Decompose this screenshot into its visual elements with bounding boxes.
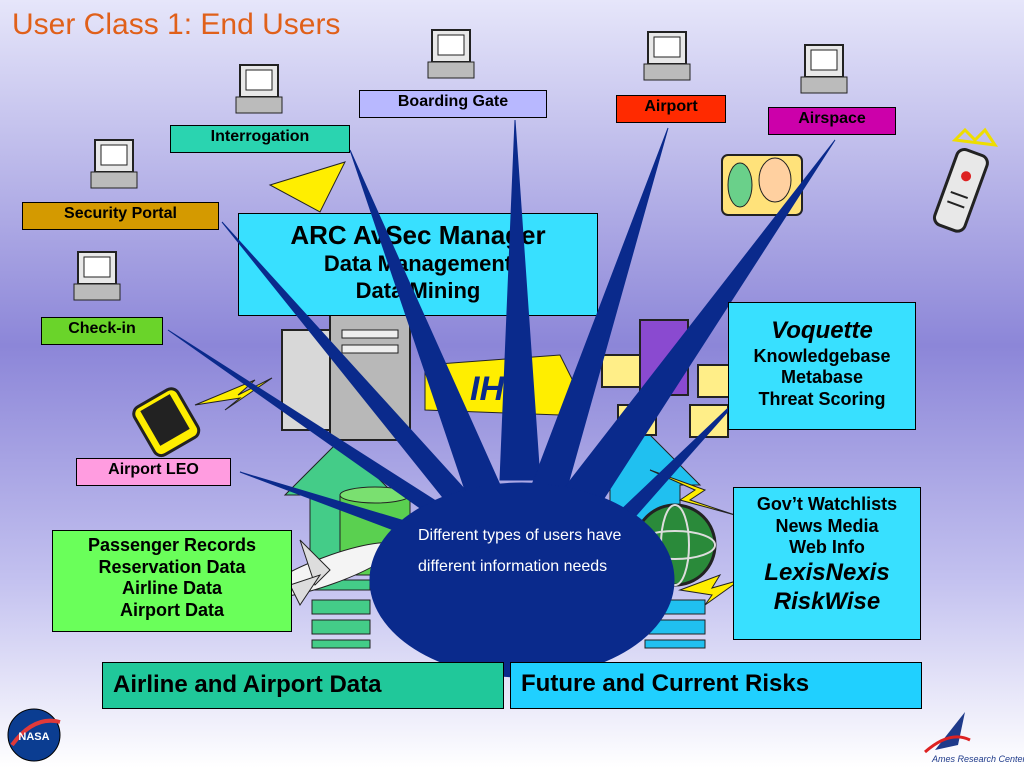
voquette-line: Metabase xyxy=(780,367,864,388)
handheld-device-icon xyxy=(932,148,989,233)
burst-arm xyxy=(499,119,541,481)
manager-line: Data Management xyxy=(323,251,513,277)
nasa-logo: NASA xyxy=(7,708,61,762)
bottom-left-box: Airline and Airport Data xyxy=(102,662,504,709)
label-airport: Airport xyxy=(616,95,726,123)
voquette-title: Voquette xyxy=(771,317,873,344)
label-airport-leo: Airport LEO xyxy=(76,458,231,486)
yellow-arrowhead xyxy=(268,161,346,213)
fingerprint-icon xyxy=(721,154,803,216)
manager-line: Data Mining xyxy=(355,277,481,303)
passenger-line: Passenger Records xyxy=(87,535,257,555)
watchlist-line: Web Info xyxy=(789,537,865,558)
computer-icon-boarding-gate xyxy=(427,29,475,79)
passenger-line: Reservation Data xyxy=(98,556,246,577)
green-arrow-stripe xyxy=(311,619,371,635)
computer-icon-airspace xyxy=(800,44,848,94)
manager-box: ARC AvSec Manager Data Management Data M… xyxy=(238,213,598,316)
lightning-icon xyxy=(194,377,273,411)
bottom-right-box: Future and Current Risks xyxy=(510,662,922,709)
computer-icon-check-in xyxy=(73,251,121,301)
voquette-box: Voquette Knowledgebase Metabase Threat S… xyxy=(728,302,916,430)
passenger-line: Airport Data xyxy=(119,599,224,620)
label-boarding-gate: Boarding Gate xyxy=(359,90,547,118)
svg-text:NASA: NASA xyxy=(18,731,49,743)
pda-icon xyxy=(132,387,201,458)
voquette-line: Threat Scoring xyxy=(758,388,886,409)
watchlist-line: News Media xyxy=(775,515,879,536)
watchlist-box: Gov’t Watchlists News Media Web Info Lex… xyxy=(733,487,921,640)
passenger-box: Passenger Records Reservation Data Airli… xyxy=(52,530,292,632)
ames-logo: Ames Research Center xyxy=(924,712,1024,764)
computer-icon-interrogation xyxy=(235,64,283,114)
label-airspace: Airspace xyxy=(768,107,896,135)
oval-text: Different types of users have different … xyxy=(418,527,622,575)
watchlist-line: Gov’t Watchlists xyxy=(756,494,898,514)
svg-text:Ames Research Center: Ames Research Center xyxy=(931,754,1024,764)
voquette-line: Knowledgebase xyxy=(753,345,891,366)
slide-title: User Class 1: End Users xyxy=(12,8,341,41)
blue-arrow-stripe xyxy=(644,639,706,649)
computer-icon-security-portal xyxy=(90,139,138,189)
signal-icon xyxy=(951,127,999,147)
computer-icon-airport xyxy=(643,31,691,81)
green-arrow-stripe xyxy=(311,599,371,615)
label-security-portal: Security Portal xyxy=(22,202,219,230)
airplane-icon xyxy=(263,539,397,606)
label-check-in: Check-in xyxy=(41,317,163,345)
watchlist-line: RiskWise xyxy=(773,587,881,615)
green-arrow-stripe xyxy=(311,639,371,649)
label-interrogation: Interrogation xyxy=(170,125,350,153)
passenger-line: Airline Data xyxy=(121,578,223,599)
manager-title: ARC AvSec Manager xyxy=(290,220,546,250)
watchlist-line: LexisNexis xyxy=(764,558,890,586)
